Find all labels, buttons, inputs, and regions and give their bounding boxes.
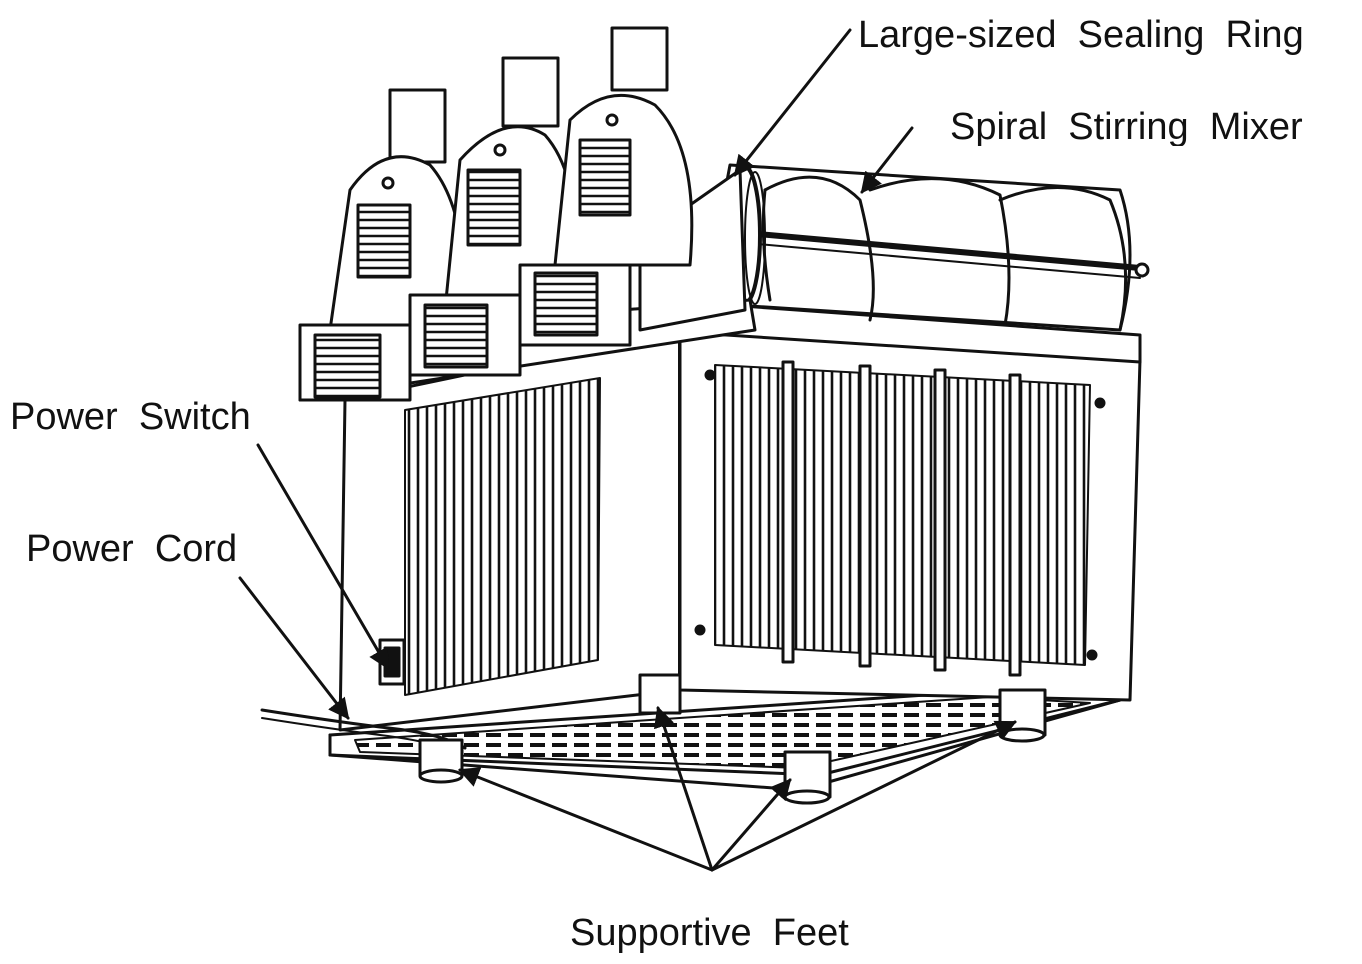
feet-leader-2 [654,706,714,872]
power-cord-label: Power Cord [26,528,238,570]
supportive-feet-graphic [418,673,1047,805]
feet-leader-4 [710,720,1017,872]
seal-ring-leader [733,28,852,177]
mixer-leader [860,126,914,194]
supportive-feet-label: Supportive Feet [570,912,849,954]
dispenser-heads [298,26,694,402]
switch-leader [256,443,390,670]
cord-leader [238,576,350,720]
power-switch-label: Power Switch [10,396,251,438]
callout-lines [238,28,1017,872]
sealing-ring-label: Large-sized Sealing Ring [858,14,1304,56]
feet-leader-3 [710,778,792,872]
cabinet-right-face [678,328,1142,702]
dispenser-head-1 [298,88,468,402]
feet-leader-1 [458,767,714,872]
spiral-mixer-label: Spiral Stirring Mixer [950,108,1303,146]
cylinder-bowl [722,163,1150,332]
dispenser-head-3 [518,26,694,347]
base-tray [328,688,1122,792]
